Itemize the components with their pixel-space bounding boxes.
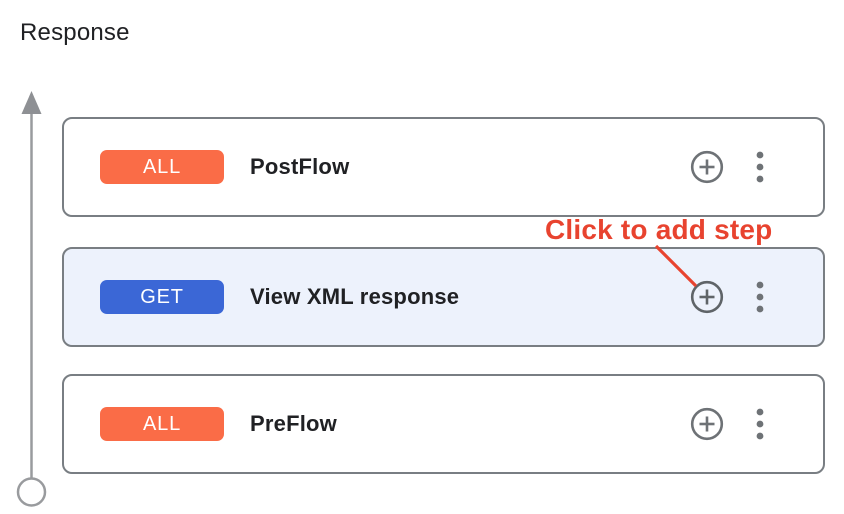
page-title: Response: [20, 19, 130, 46]
plus-circle-icon: [690, 407, 724, 441]
flow-name: PostFlow: [250, 154, 350, 179]
plus-circle-icon: [690, 150, 724, 184]
flow-name: PreFlow: [250, 411, 337, 436]
response-flow-list: ALL PostFlow GET View XML res: [62, 117, 825, 474]
kebab-menu-icon: [756, 151, 764, 183]
flow-card-preflow[interactable]: ALL PreFlow: [62, 374, 825, 474]
flow-card-postflow[interactable]: ALL PostFlow: [62, 117, 825, 217]
verb-badge: ALL: [100, 407, 224, 441]
more-options-button[interactable]: [754, 407, 766, 441]
flow-card-view-xml-response[interactable]: GET View XML response: [62, 247, 825, 347]
flow-direction-arrow: [16, 91, 47, 507]
kebab-menu-icon: [756, 281, 764, 313]
plus-circle-icon: [690, 280, 724, 314]
verb-badge: ALL: [100, 150, 224, 184]
more-options-button[interactable]: [754, 280, 766, 314]
kebab-menu-icon: [756, 408, 764, 440]
add-step-button[interactable]: [689, 406, 725, 442]
add-step-button[interactable]: [689, 149, 725, 185]
flow-name: View XML response: [250, 284, 460, 309]
annotation-click-to-add-step: Click to add step: [545, 214, 773, 245]
add-step-button[interactable]: [689, 279, 725, 315]
verb-badge: GET: [100, 280, 224, 314]
circle-node-icon: [16, 477, 47, 507]
more-options-button[interactable]: [754, 150, 766, 184]
arrow-up-icon: [21, 91, 42, 114]
